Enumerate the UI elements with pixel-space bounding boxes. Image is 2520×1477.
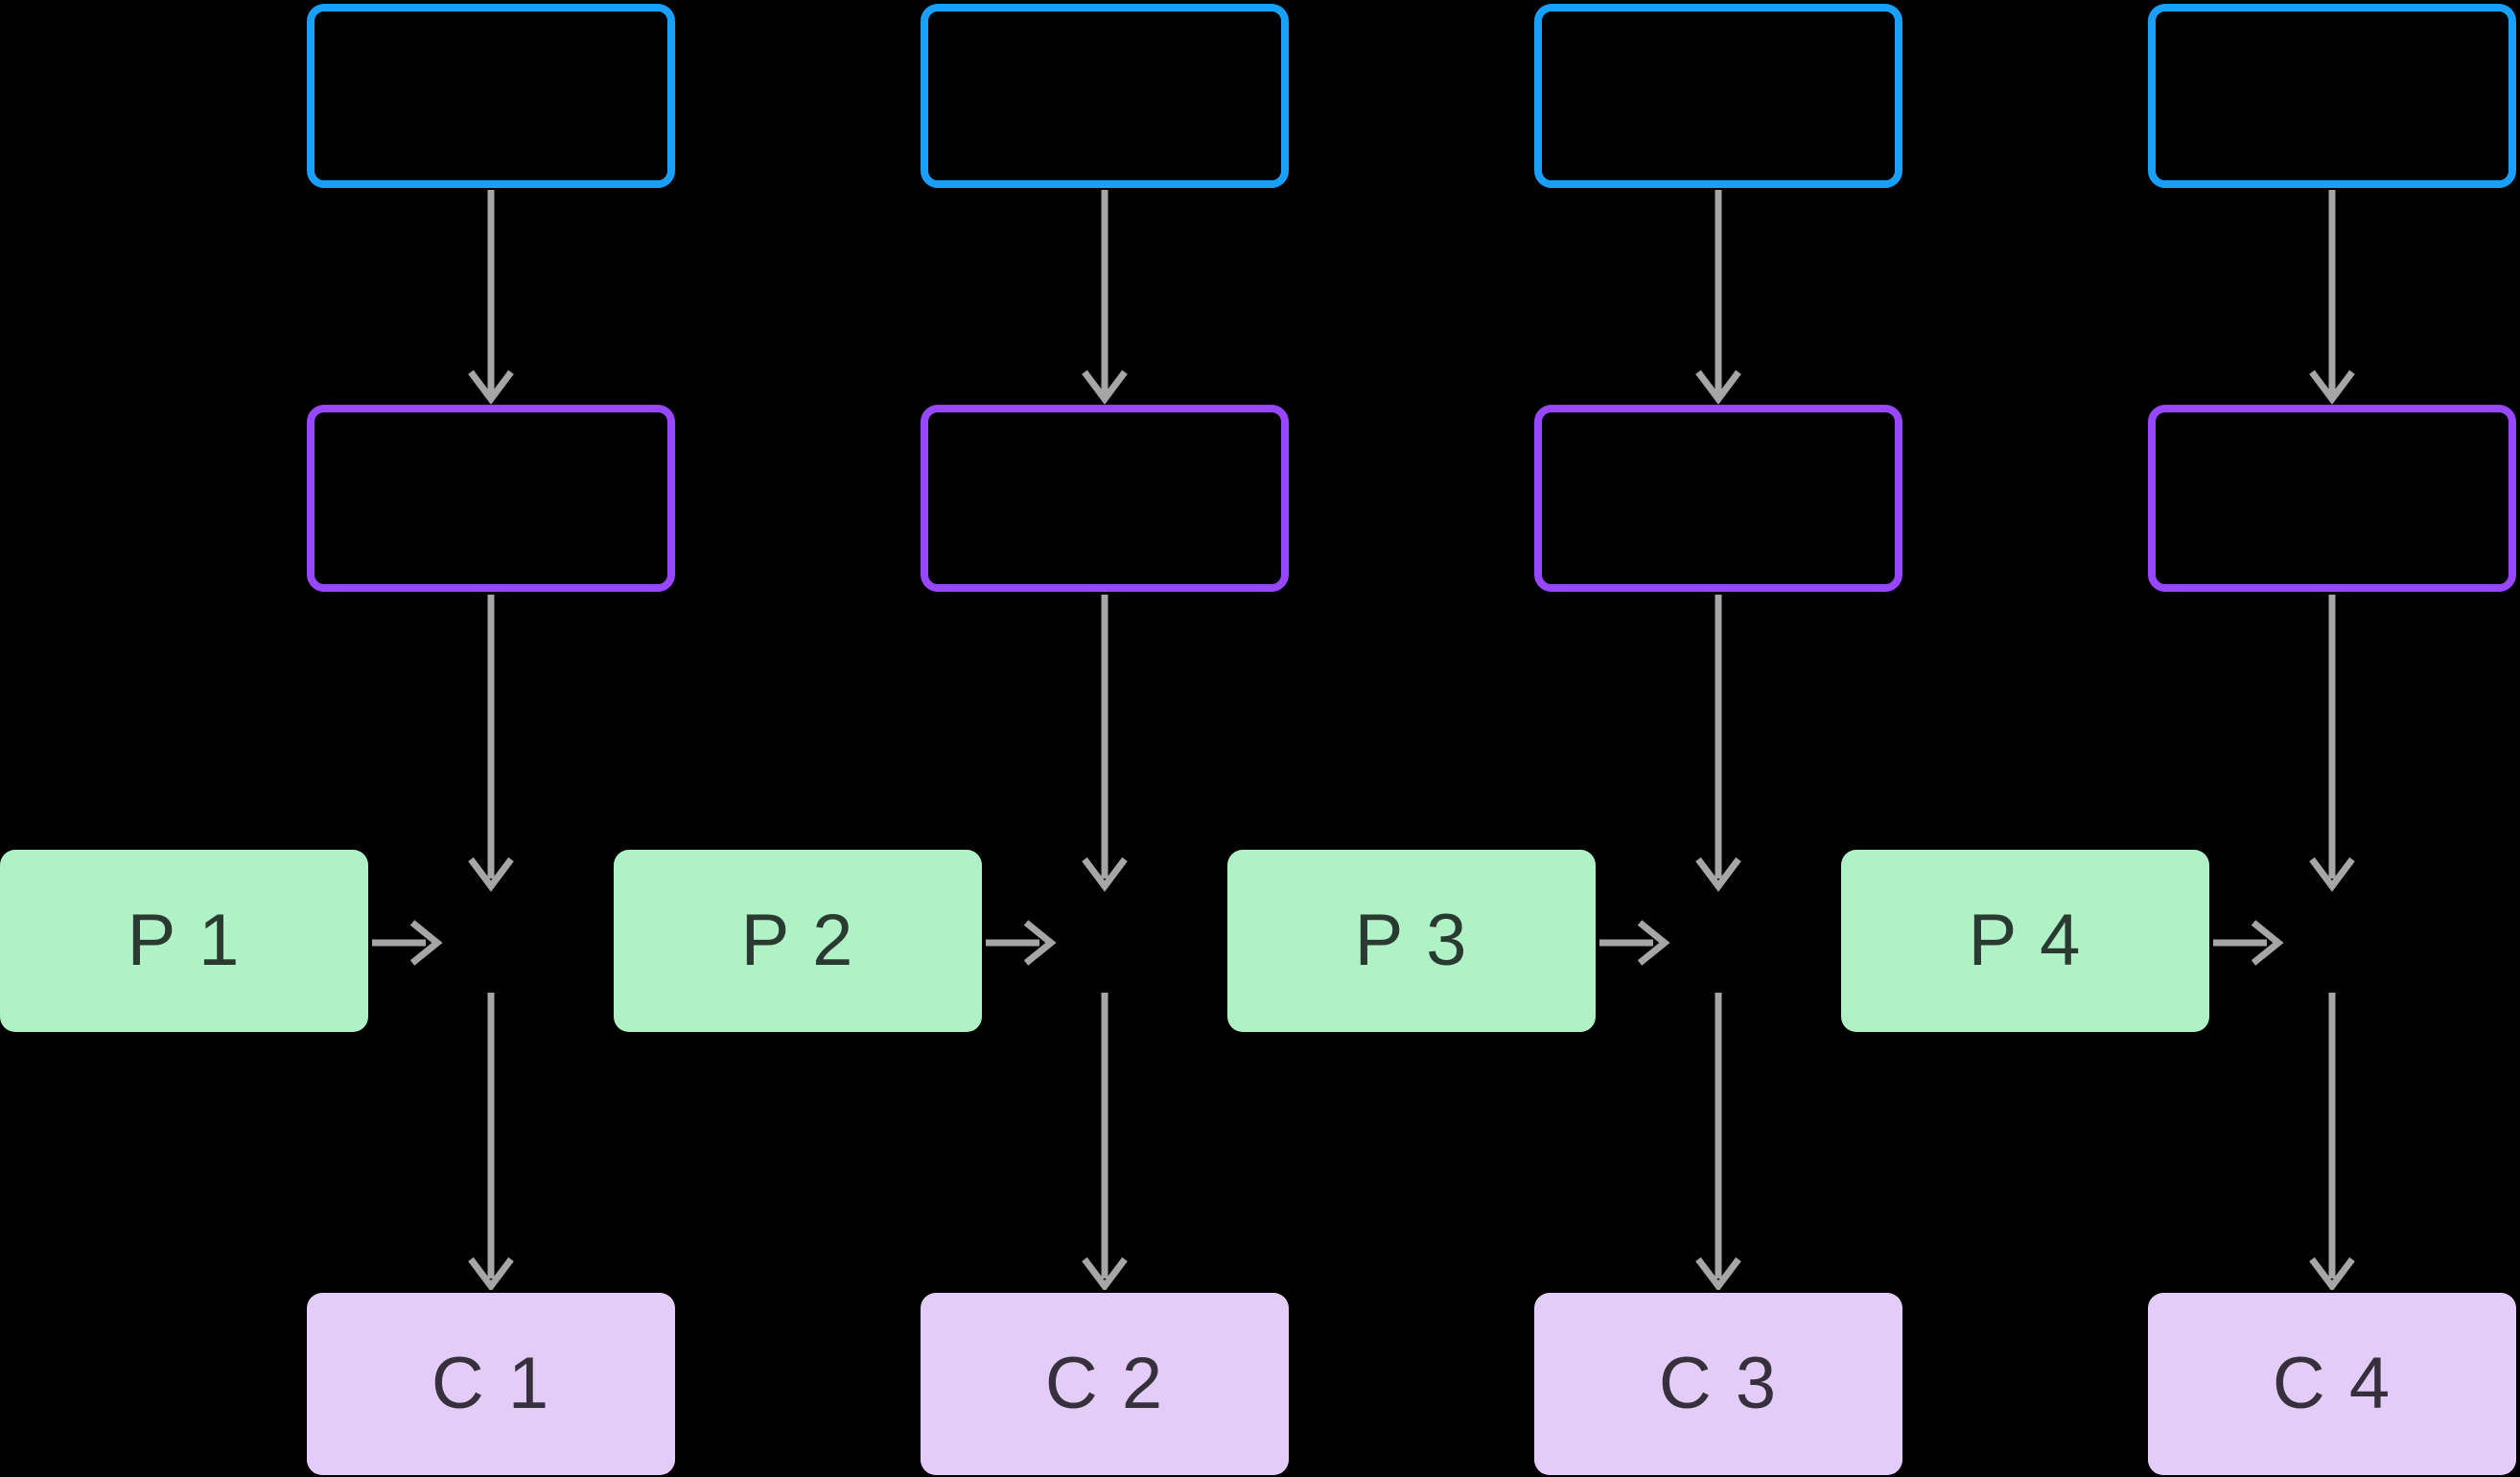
diagram-column-1: P 1 C 1 [0, 0, 675, 1477]
arrow-mid-to-junction [1082, 595, 1128, 892]
arrowhead-right-icon [1023, 920, 1057, 966]
p-node-box: P 1 [0, 850, 368, 1032]
arrowhead-down-icon [1695, 856, 1741, 892]
c-node-label: C 1 [431, 1343, 551, 1424]
c-node-label: C 2 [1044, 1343, 1165, 1424]
arrow-p-to-junction [372, 920, 443, 966]
diagram-column-4: P 4 C 4 [1841, 0, 2516, 1477]
arrowhead-down-icon [468, 369, 514, 405]
arrow-top-to-mid [1082, 190, 1128, 405]
c-node-box: C 2 [921, 1293, 1289, 1475]
arrow-junction-to-c [468, 993, 514, 1290]
c-node-box: C 3 [1534, 1293, 1902, 1475]
arrowhead-down-icon [1082, 369, 1128, 405]
top-stage-box [1534, 4, 1902, 188]
arrowhead-right-icon [2251, 920, 2284, 966]
arrowhead-down-icon [1695, 1256, 1741, 1290]
arrow-mid-to-junction [1695, 595, 1741, 892]
arrow-junction-to-c [1695, 993, 1741, 1290]
arrowhead-down-icon [2309, 369, 2355, 405]
arrowhead-right-icon [1637, 920, 1670, 966]
p-node-label: P 3 [1354, 900, 1469, 981]
arrow-mid-to-junction [2309, 595, 2355, 892]
arrow-p-to-junction [986, 920, 1057, 966]
p-node-label: P 1 [127, 900, 242, 981]
p-node-box: P 2 [614, 850, 982, 1032]
arrow-top-to-mid [468, 190, 514, 405]
top-stage-box [921, 4, 1289, 188]
arrowhead-down-icon [2309, 856, 2355, 892]
p-node-box: P 4 [1841, 850, 2209, 1032]
p-node-box: P 3 [1227, 850, 1596, 1032]
arrowhead-down-icon [468, 1256, 514, 1290]
mid-stage-box [921, 405, 1289, 592]
arrowhead-down-icon [1082, 856, 1128, 892]
arrow-top-to-mid [2309, 190, 2355, 405]
diagram-column-3: P 3 C 3 [1227, 0, 1902, 1477]
arrowhead-down-icon [1695, 369, 1741, 405]
c-node-label: C 4 [2272, 1343, 2392, 1424]
arrow-p-to-junction [1599, 920, 1670, 966]
c-node-label: C 3 [1658, 1343, 1779, 1424]
p-node-label: P 4 [1968, 900, 2083, 981]
top-stage-box [2148, 4, 2516, 188]
p-node-label: P 2 [740, 900, 855, 981]
arrowhead-right-icon [409, 920, 443, 966]
arrowhead-down-icon [1082, 1256, 1128, 1290]
top-stage-box [307, 4, 675, 188]
arrow-junction-to-c [2309, 993, 2355, 1290]
arrowhead-down-icon [468, 856, 514, 892]
mid-stage-box [2148, 405, 2516, 592]
c-node-box: C 1 [307, 1293, 675, 1475]
diagram-column-2: P 2 C 2 [614, 0, 1289, 1477]
c-node-box: C 4 [2148, 1293, 2516, 1475]
arrow-mid-to-junction [468, 595, 514, 892]
arrow-p-to-junction [2213, 920, 2284, 966]
mid-stage-box [1534, 405, 1902, 592]
mid-stage-box [307, 405, 675, 592]
arrow-top-to-mid [1695, 190, 1741, 405]
arrow-junction-to-c [1082, 993, 1128, 1290]
arrowhead-down-icon [2309, 1256, 2355, 1290]
